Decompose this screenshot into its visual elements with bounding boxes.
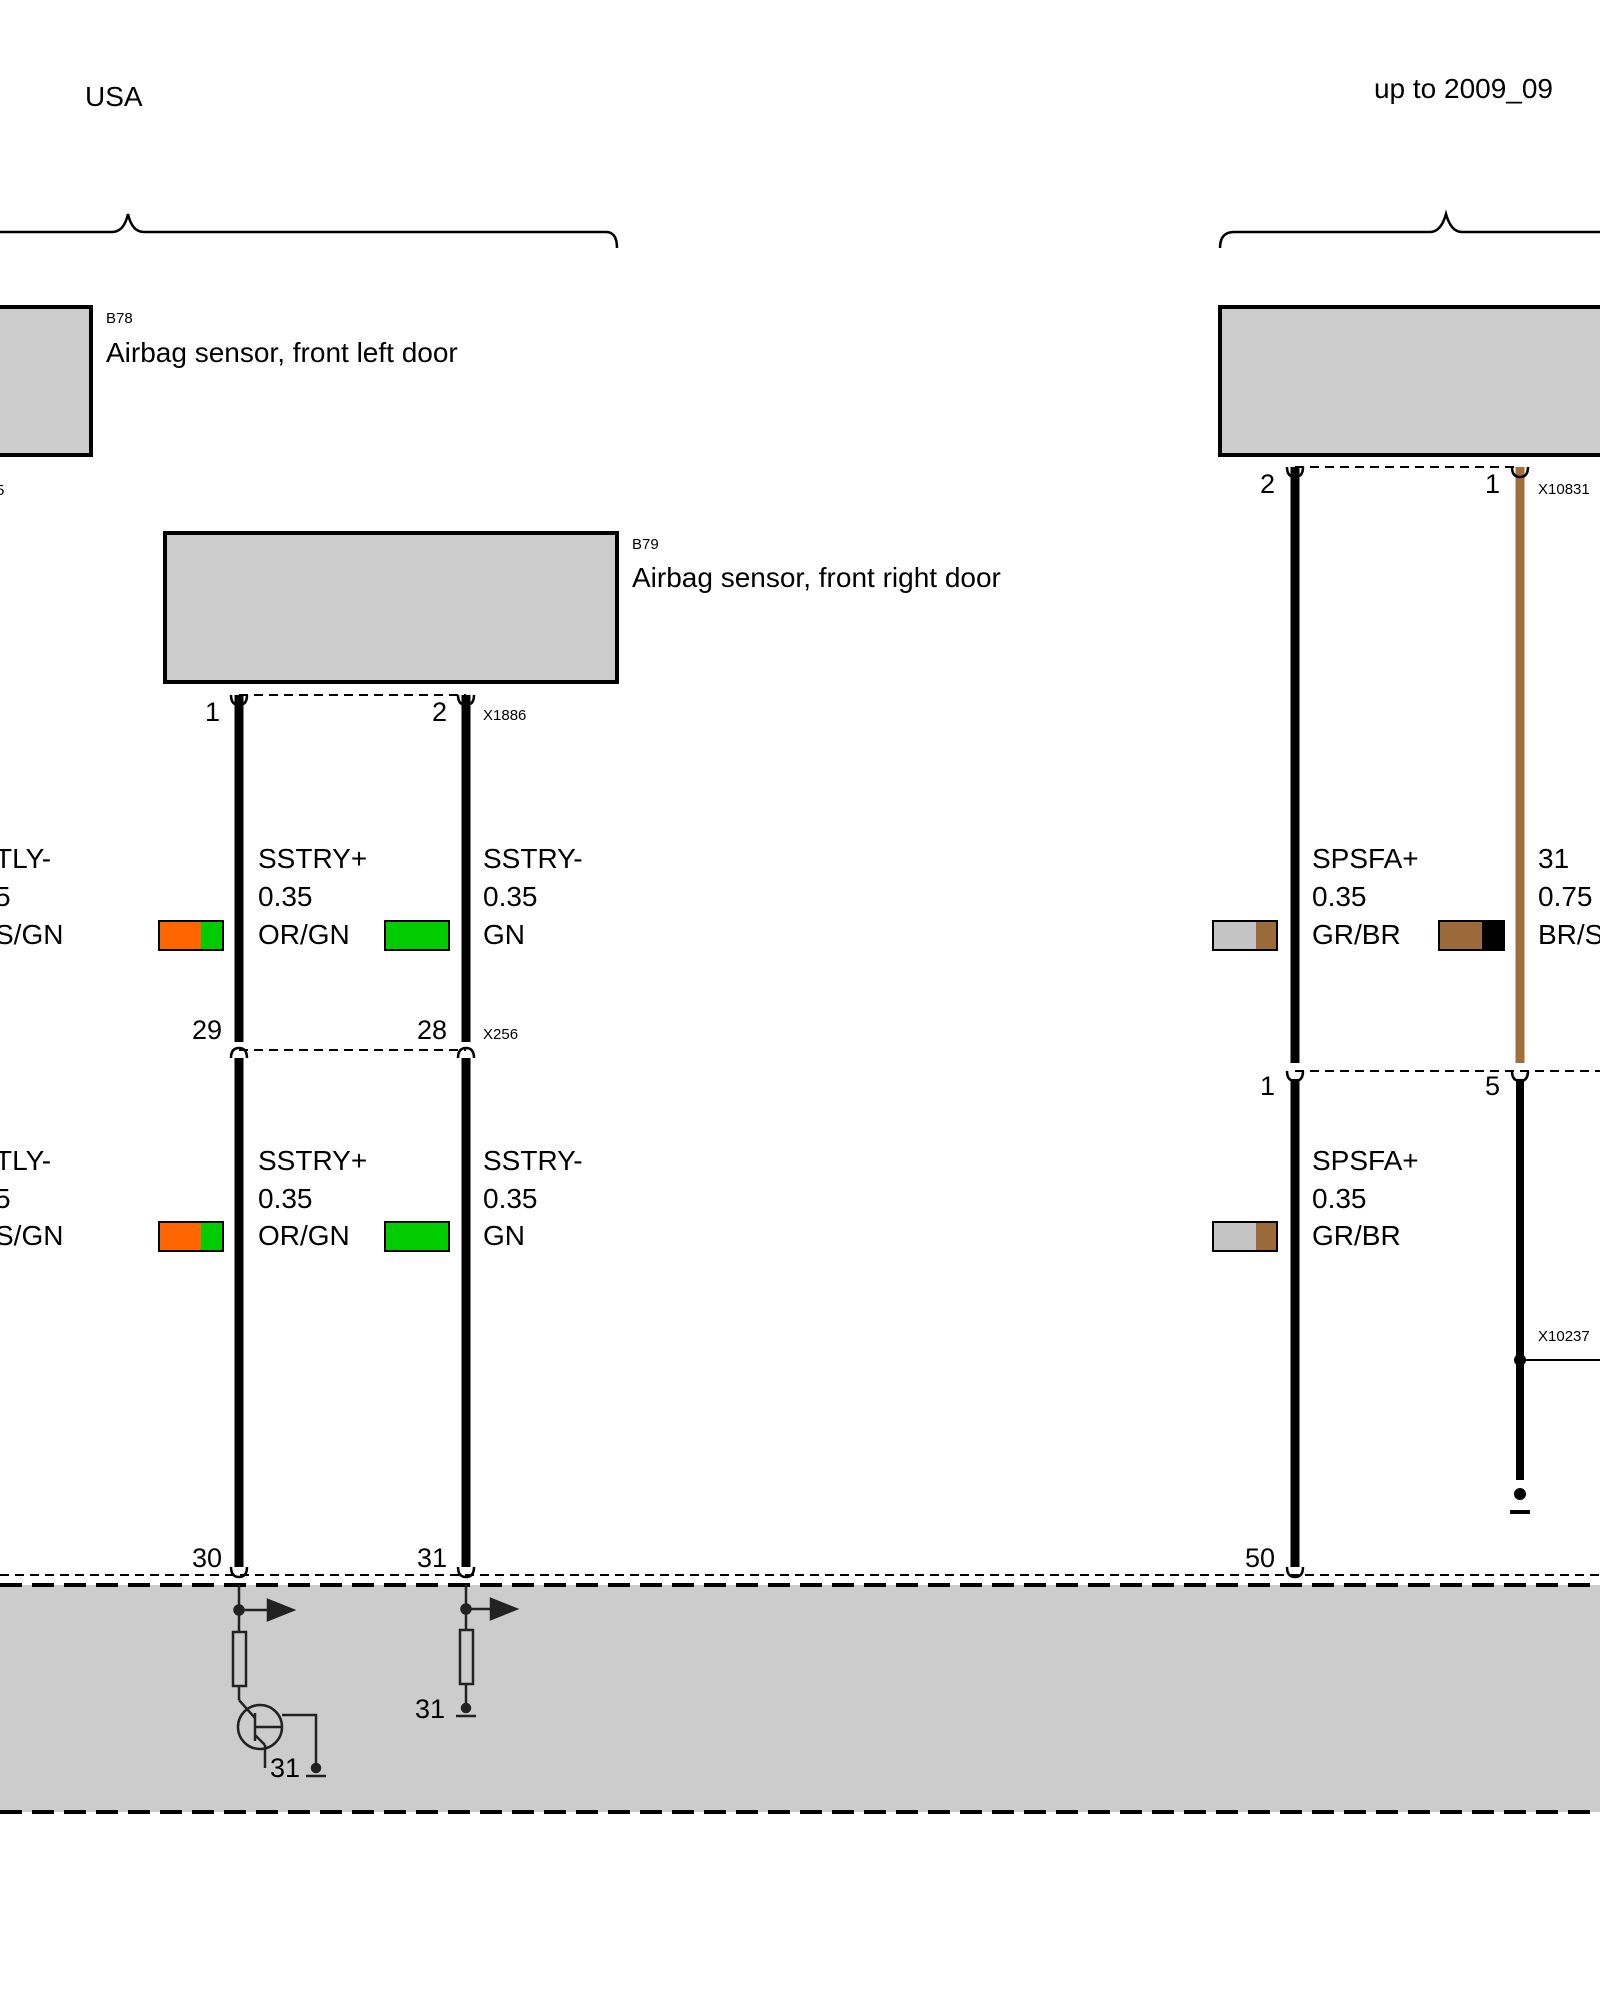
pin-right-mid-5: 5 xyxy=(1485,1071,1500,1101)
pin-right-top-1: 1 xyxy=(1485,469,1500,499)
svg-text:0.35: 0.35 xyxy=(258,881,313,912)
ground-label-a: 31 xyxy=(270,1753,300,1783)
spsfa-plus-wire-label-upper: SPSFA+ 0.35 GR/BR xyxy=(1312,843,1419,950)
left-partial-wire-label-lower: TLY- 5 S/GN xyxy=(0,1145,63,1251)
pin-right-top-2: 2 xyxy=(1260,469,1275,499)
x1886-label: X1886 xyxy=(483,707,526,724)
spsfa-plus-color-swatch-upper xyxy=(1212,920,1278,951)
svg-text:S/GN: S/GN xyxy=(0,919,63,950)
pin-ecu-50: 50 xyxy=(1245,1543,1275,1573)
pin-ecu-31: 31 xyxy=(417,1543,447,1573)
left-bracket xyxy=(0,213,619,249)
x10237-label: X10237 xyxy=(1538,1328,1590,1345)
pin-x256-29: 29 xyxy=(192,1015,222,1045)
pin-right-mid-1: 1 xyxy=(1260,1071,1275,1101)
spsfa-plus-color-swatch-lower xyxy=(1212,1221,1278,1252)
right-component-housing xyxy=(1218,305,1600,457)
svg-text:0.35: 0.35 xyxy=(483,881,538,912)
left-connector-partial: 5 xyxy=(0,482,4,499)
svg-text:0.35: 0.35 xyxy=(483,1183,538,1214)
svg-text:SSTRY+: SSTRY+ xyxy=(258,843,367,874)
svg-text:OR/GN: OR/GN xyxy=(258,919,350,950)
svg-text:SSTRY+: SSTRY+ xyxy=(258,1145,367,1176)
svg-text:0.35: 0.35 xyxy=(1312,1183,1367,1214)
sstry-plus-color-swatch-upper xyxy=(158,920,224,951)
ground-symbol-right xyxy=(1510,1488,1530,1514)
b78-sensor-housing xyxy=(0,305,93,457)
b79-name: Airbag sensor, front right door xyxy=(632,562,1001,593)
ground-31-wire-label: 31 0.75 BR/S xyxy=(1538,843,1600,950)
sstry-minus-color-swatch-upper xyxy=(384,920,450,951)
svg-text:GR/BR: GR/BR xyxy=(1312,919,1401,950)
right-bracket xyxy=(1218,209,1600,249)
ground-label-b: 31 xyxy=(415,1694,445,1724)
sstry-plus-wire-label-upper: SSTRY+ 0.35 OR/GN xyxy=(258,843,367,950)
svg-text:S/GN: S/GN xyxy=(0,1220,63,1251)
left-partial-wire-label-upper: TLY- 5 S/GN xyxy=(0,843,63,950)
svg-text:5: 5 xyxy=(0,881,11,912)
sstry-plus-color-swatch-lower xyxy=(158,1221,224,1252)
svg-text:SPSFA+: SPSFA+ xyxy=(1312,1145,1419,1176)
pin-b79-2: 2 xyxy=(432,697,447,727)
b78-id: B78 xyxy=(106,310,133,327)
svg-text:SPSFA+: SPSFA+ xyxy=(1312,843,1419,874)
pin-x256-28: 28 xyxy=(417,1015,447,1045)
sstry-plus-wire-label-lower: SSTRY+ 0.35 OR/GN xyxy=(258,1145,367,1251)
svg-text:SSTRY-: SSTRY- xyxy=(483,1145,583,1176)
sstry-minus-color-swatch-lower xyxy=(384,1221,450,1252)
svg-text:5: 5 xyxy=(0,1183,11,1214)
svg-text:TLY-: TLY- xyxy=(0,843,51,874)
x256-label: X256 xyxy=(483,1026,518,1043)
sstry-minus-wire-label-lower: SSTRY- 0.35 GN xyxy=(483,1145,583,1251)
pin-hooks xyxy=(229,466,1530,1579)
b79-id: B79 xyxy=(632,536,659,553)
svg-text:GR/BR: GR/BR xyxy=(1312,1220,1401,1251)
svg-text:TLY-: TLY- xyxy=(0,1145,51,1176)
ground-31-color-swatch xyxy=(1438,920,1505,951)
pin-ecu-30: 30 xyxy=(192,1543,222,1573)
svg-text:0.35: 0.35 xyxy=(258,1183,313,1214)
svg-text:BR/S: BR/S xyxy=(1538,919,1600,950)
x10831-label: X10831 xyxy=(1538,481,1590,498)
internal-circuit-sstry-plus xyxy=(231,1585,326,1778)
b78-name: Airbag sensor, front left door xyxy=(106,337,458,368)
control-unit-housing xyxy=(0,1585,1600,1812)
svg-text:SSTRY-: SSTRY- xyxy=(483,843,583,874)
svg-text:GN: GN xyxy=(483,919,525,950)
pin-b79-1: 1 xyxy=(205,697,220,727)
spsfa-plus-wire-label-lower: SPSFA+ 0.35 GR/BR xyxy=(1312,1145,1419,1251)
svg-text:OR/GN: OR/GN xyxy=(258,1220,350,1251)
b79-sensor-housing xyxy=(163,531,619,684)
svg-text:0.75: 0.75 xyxy=(1538,881,1593,912)
internal-circuit-sstry-minus xyxy=(456,1585,520,1718)
svg-text:0.35: 0.35 xyxy=(1312,881,1367,912)
sstry-minus-wire-label-upper: SSTRY- 0.35 GN xyxy=(483,843,583,950)
market-label: USA xyxy=(85,81,143,112)
svg-text:31: 31 xyxy=(1538,843,1569,874)
svg-text:GN: GN xyxy=(483,1220,525,1251)
date-range-label: up to 2009_09 xyxy=(1374,73,1553,104)
